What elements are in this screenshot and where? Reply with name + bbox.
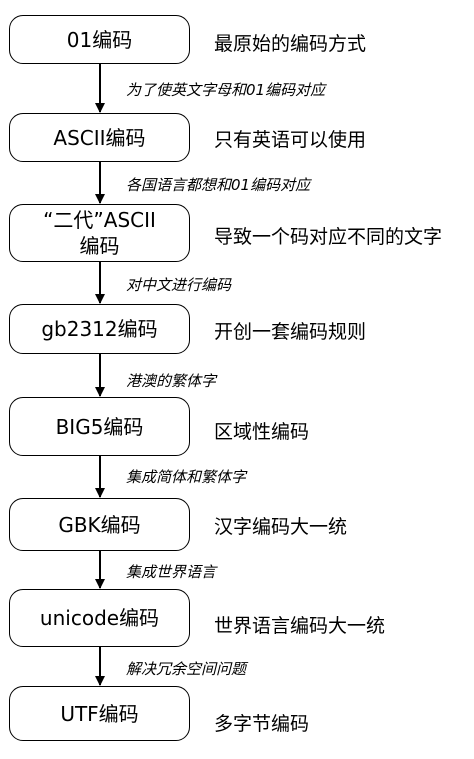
- node-ascii: ASCII编码: [9, 113, 190, 162]
- desc-gbk: 汉字编码大一统: [214, 516, 348, 538]
- node-label: gb2312编码: [41, 317, 158, 341]
- node-label: GBK编码: [58, 512, 141, 537]
- node-label: BIG5编码: [55, 414, 144, 439]
- node-label: UTF编码: [60, 701, 139, 726]
- node-utf: UTF编码: [9, 686, 190, 741]
- edge-label-7: 解决冗余空间问题: [126, 660, 247, 678]
- node-label: 01编码: [66, 27, 133, 52]
- node-gbk: GBK编码: [9, 498, 190, 551]
- node-gb2312: gb2312编码: [9, 304, 190, 354]
- edge-label-6: 集成世界语言: [126, 563, 217, 581]
- desc-big5: 区域性编码: [214, 421, 310, 443]
- desc-ascii: 只有英语可以使用: [214, 129, 367, 151]
- edge-label-4: 港澳的繁体字: [126, 372, 217, 390]
- node-unicode: unicode编码: [9, 589, 190, 647]
- node-label: unicode编码: [39, 606, 160, 630]
- desc-utf: 多字节编码: [214, 713, 310, 735]
- node-label: ASCII编码: [53, 125, 146, 150]
- desc-second-gen-ascii: 导致一个码对应不同的文字: [214, 226, 443, 248]
- edge-label-3: 对中文进行编码: [126, 276, 232, 294]
- edge-label-2: 各国语言都想和01编码对应: [126, 176, 311, 194]
- edge-label-1: 为了使英文字母和01编码对应: [126, 81, 326, 99]
- node-01-encoding: 01编码: [9, 15, 190, 64]
- desc-unicode: 世界语言编码大一统: [214, 615, 386, 637]
- desc-01-encoding: 最原始的编码方式: [214, 33, 367, 55]
- node-second-gen-ascii: “二代”ASCII 编码: [9, 204, 190, 262]
- edge-label-5: 集成简体和繁体字: [126, 468, 247, 486]
- desc-gb2312: 开创一套编码规则: [214, 321, 367, 343]
- node-big5: BIG5编码: [9, 397, 190, 456]
- node-label: “二代”ASCII 编码: [43, 208, 156, 258]
